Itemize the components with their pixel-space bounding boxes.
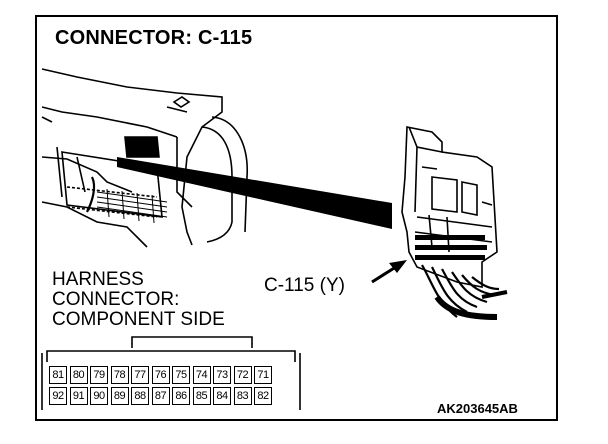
pin-cell-81: 81 bbox=[49, 366, 67, 384]
pin-cell-76: 76 bbox=[151, 366, 170, 384]
pin-cell-71: 71 bbox=[254, 366, 272, 384]
pin-cell-84: 84 bbox=[213, 387, 231, 405]
harness-label-line-1: HARNESS bbox=[52, 269, 144, 290]
pin-cell-74: 74 bbox=[192, 366, 211, 384]
pin-grid-connector-outline bbox=[41, 336, 301, 410]
dashboard-drawing bbox=[41, 68, 248, 248]
harness-connector-label: HARNESS CONNECTOR: COMPONENT SIDE bbox=[52, 270, 225, 330]
pin-cell-83: 83 bbox=[233, 387, 252, 405]
pin-cell-89: 89 bbox=[110, 387, 129, 405]
vent-grille bbox=[96, 188, 168, 224]
pin-cell-82: 82 bbox=[254, 387, 272, 405]
pin-cell-92: 92 bbox=[49, 387, 67, 405]
pin-cell-85: 85 bbox=[192, 387, 211, 405]
callout-arrow bbox=[371, 260, 407, 284]
harness-label-line-2: CONNECTOR: bbox=[52, 289, 180, 310]
pin-cell-77: 77 bbox=[131, 366, 149, 384]
ecu-connector-drawing bbox=[401, 126, 498, 288]
figure-code: AK203645AB bbox=[437, 401, 518, 416]
diagram-frame: CONNECTOR: C-115 bbox=[35, 15, 558, 421]
pin-cell-78: 78 bbox=[110, 366, 129, 384]
pin-cell-72: 72 bbox=[233, 366, 252, 384]
pin-cell-90: 90 bbox=[90, 387, 108, 405]
pin-cell-91: 91 bbox=[69, 387, 88, 405]
pin-cell-86: 86 bbox=[172, 387, 190, 405]
pin-cell-87: 87 bbox=[151, 387, 170, 405]
wiring-harness bbox=[421, 264, 508, 320]
diagram-title: CONNECTOR: C-115 bbox=[55, 27, 253, 49]
harness-label-line-3: COMPONENT SIDE bbox=[52, 309, 225, 330]
connector-callout-label: C-115 (Y) bbox=[264, 275, 345, 296]
connector-pin-rows bbox=[415, 235, 487, 260]
pin-cell-80: 80 bbox=[69, 366, 88, 384]
dashboard-connector-illustration bbox=[41, 68, 508, 410]
pin-cell-73: 73 bbox=[213, 366, 231, 384]
zoom-pointer-wedge bbox=[117, 157, 392, 229]
pin-cell-75: 75 bbox=[172, 366, 190, 384]
pin-cell-79: 79 bbox=[90, 366, 108, 384]
pin-cell-88: 88 bbox=[131, 387, 149, 405]
